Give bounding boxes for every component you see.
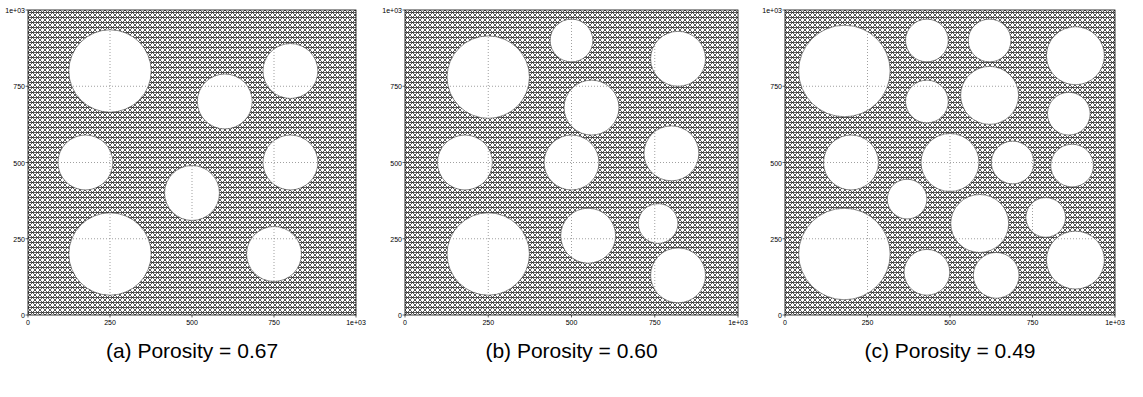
axis-tick-label: 750 [1027,319,1039,326]
axis-tick-label: 500 [566,319,578,326]
axis-tick-label: 500 [186,319,198,326]
grid-lines [405,10,738,315]
pore-circle [651,31,706,86]
pore-circle [991,141,1034,184]
axis-tick-label: 750 [268,319,280,326]
axis-tick-label: 750 [390,83,402,90]
axis-ticks [783,10,1116,318]
axis-tick-label: 500 [770,159,782,166]
pore-circle [1046,231,1104,289]
pore-circle [1026,198,1066,238]
axis-tick-label: 250 [862,319,874,326]
axis-tick-label: 1e+03 [382,7,402,14]
plot-frame [785,10,1115,315]
axis-tick-label: 250 [390,235,402,242]
pore-circle [973,252,1019,298]
panel-caption: (b) Porosity = 0.60 [485,340,657,361]
axis-tick-label: 1e+03 [1105,319,1125,326]
axis-tick-label: 250 [482,319,494,326]
mesh-region [28,10,356,315]
axis-tick-label: 1e+03 [728,319,748,326]
axis-tick-label: 500 [944,319,956,326]
pore-circle [951,195,1009,253]
axis-tick-label: 250 [104,319,116,326]
axis-tick-label: 250 [13,235,25,242]
panel-caption: (c) Porosity = 0.49 [865,340,1036,361]
mesh-region [785,10,1115,315]
porous-panel [783,10,1116,318]
pore-circle [1047,92,1090,135]
axis-tick-label: 0 [783,319,787,326]
axis-tick-label: 500 [390,159,402,166]
axis-tick-label: 0 [403,319,407,326]
grid-lines [785,10,1115,315]
pore-circle [638,204,678,244]
pore-circle [564,80,619,135]
pore-circle [263,44,318,99]
axis-tick-label: 1e+03 [346,319,366,326]
axis-tick-label: 0 [398,312,402,319]
plot-frame [28,10,356,315]
pore-circle [906,19,949,62]
pore-circle [447,36,529,118]
pore-circle [799,25,891,117]
pore-circle [887,179,927,219]
pore-circle [1051,144,1094,187]
pore-circle [799,208,891,300]
axis-ticks [403,10,739,318]
pore-circle [561,208,616,263]
axis-tick-label: 750 [13,83,25,90]
pore-circle [197,74,252,129]
axis-tick-label: 0 [778,312,782,319]
axis-tick-label: 250 [770,235,782,242]
axis-tick-label: 0 [26,319,30,326]
pore-circle [961,66,1019,124]
mesh-region [405,10,738,315]
axis-ticks [26,10,357,318]
pore-circle [651,248,706,303]
pore-circle [437,135,492,190]
axis-tick-label: 750 [649,319,661,326]
axis-tick-label: 1e+03 [762,7,782,14]
porous-panel [26,10,357,318]
panel-caption: (a) Porosity = 0.67 [106,340,278,361]
axis-tick-label: 750 [770,83,782,90]
axis-tick-label: 0 [21,312,25,319]
pore-circle [644,126,699,181]
pore-circle [904,249,950,295]
plot-frame [405,10,738,315]
porous-panel [403,10,739,318]
pore-circle [1046,27,1104,85]
axis-tick-label: 500 [13,159,25,166]
grid-lines [28,10,356,315]
axis-tick-label: 1e+03 [5,7,25,14]
pore-circle [968,19,1011,62]
